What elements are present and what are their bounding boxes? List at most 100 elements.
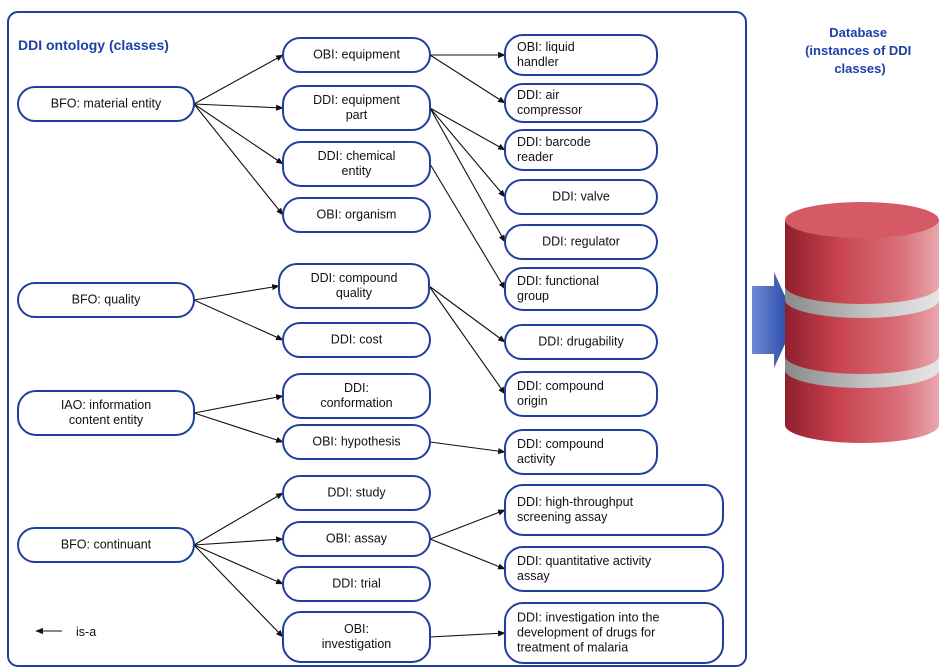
node-label: OBI: equipment (313, 48, 400, 62)
node-label-line: DDI: valve (552, 190, 610, 204)
node-obi-assay: OBI: assay (282, 521, 431, 557)
node-label-line: screening assay (517, 510, 608, 524)
is-a-edge (429, 107, 506, 198)
database-title-line: Database (829, 25, 887, 40)
node-bfo-continuant: BFO: continuant (17, 527, 195, 563)
node-label-line: conformation (320, 396, 392, 410)
is-a-edge (193, 54, 284, 105)
is-a-edge (429, 509, 506, 540)
node-ddi-trial: DDI: trial (282, 566, 431, 602)
node-ddi-conformation: DDI:conformation (282, 373, 431, 419)
node-label-line: BFO: material entity (51, 97, 162, 111)
node-shape (282, 424, 431, 460)
node-shape (504, 484, 724, 536)
node-shape (282, 373, 431, 419)
node-label-line: activity (517, 452, 556, 466)
node-label-line: DDI: air (517, 88, 559, 102)
is-a-edge (428, 285, 506, 395)
node-label-line: origin (517, 394, 548, 408)
node-shape (504, 546, 724, 592)
node-label-line: DDI: (344, 381, 369, 395)
panel-title: DDI ontology (classes) (18, 37, 169, 53)
node-label-line: handler (517, 55, 559, 69)
node-ddi-drugability: DDI: drugability (504, 324, 658, 360)
node-label: BFO: material entity (51, 97, 162, 111)
is-a-edge (429, 107, 506, 151)
node-shape (504, 267, 658, 311)
node-label: DDI: valve (552, 190, 610, 204)
node-label-line: development of drugs for (517, 626, 655, 640)
is-a-edge (193, 492, 284, 546)
node-shape (282, 566, 431, 602)
node-label: OBI: assay (326, 532, 388, 546)
edge-layer (193, 51, 506, 638)
node-shape (282, 85, 431, 131)
node-label-line: OBI: organism (317, 208, 397, 222)
is-a-edge (193, 103, 284, 165)
node-ddi-study: DDI: study (282, 475, 431, 511)
node-label: BFO: quality (72, 293, 142, 307)
is-a-edge (193, 299, 284, 341)
database-title: Database (instances of DDI classes) (805, 25, 915, 76)
node-label-line: group (517, 289, 549, 303)
node-shape (282, 611, 431, 663)
node-label-line: compressor (517, 103, 582, 117)
node-bfo-material-entity: BFO: material entity (17, 86, 195, 122)
is-a-edge (193, 284, 280, 301)
is-a-edge (429, 54, 506, 104)
node-obi-organism: OBI: organism (282, 197, 431, 233)
node-label-line: OBI: equipment (313, 48, 400, 62)
node-obi-hypothesis: OBI: hypothesis (282, 424, 431, 460)
node-label-line: quality (336, 286, 373, 300)
node-shape (504, 129, 658, 171)
is-a-edge (429, 441, 506, 455)
node-label-line: reader (517, 150, 553, 164)
is-a-edge (193, 103, 284, 111)
node-label-line: DDI: functional (517, 274, 599, 288)
node-label-line: DDI: barcode (517, 135, 591, 149)
node-label-line: DDI: drugability (538, 335, 624, 349)
node-label-line: DDI: investigation into the (517, 611, 659, 625)
node-shape (17, 390, 195, 436)
node-shape (282, 521, 431, 557)
node-shape (504, 429, 658, 475)
node-label-line: part (346, 108, 368, 122)
node-shape (282, 197, 431, 233)
node-label-line: DDI: compound (517, 379, 604, 393)
node-label-line: DDI: chemical (318, 149, 396, 163)
is-a-edge (429, 163, 506, 290)
node-obi-equipment: OBI: equipment (282, 37, 431, 73)
node-label-line: BFO: quality (72, 293, 142, 307)
database-title-line: classes) (834, 61, 885, 76)
node-shape (17, 282, 195, 318)
node-shape (278, 263, 430, 309)
node-label-line: DDI: regulator (542, 235, 620, 249)
node-label: OBI: organism (317, 208, 397, 222)
is-a-edge (429, 538, 506, 570)
node-label-line: OBI: hypothesis (312, 435, 400, 449)
is-a-edge (429, 630, 506, 638)
node-label-line: IAO: information (61, 398, 151, 412)
node-label-line: DDI: study (327, 486, 386, 500)
node-ddi-cost: DDI: cost (282, 322, 431, 358)
node-label-line: treatment of malaria (517, 641, 628, 655)
node-label-line: BFO: continuant (61, 538, 152, 552)
node-shape (282, 475, 431, 511)
node-shape (504, 324, 658, 360)
node-label-line: OBI: (344, 622, 369, 636)
node-label-line: DDI: equipment (313, 93, 400, 107)
node-label-line: DDI: high-throughput (517, 495, 634, 509)
node-ddi-valve: DDI: valve (504, 179, 658, 215)
